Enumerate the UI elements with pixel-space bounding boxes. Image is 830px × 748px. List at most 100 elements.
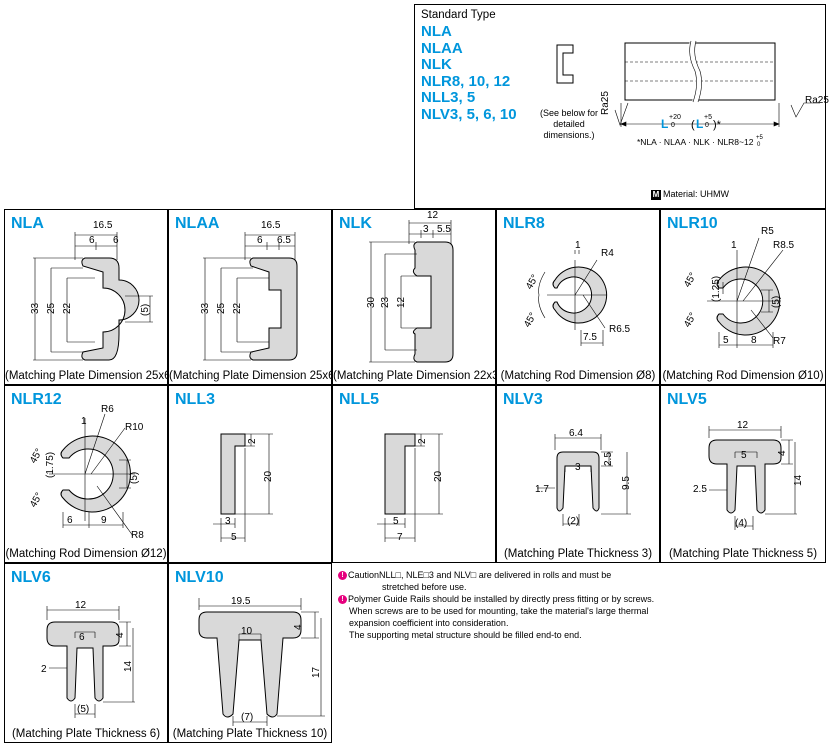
svg-text:16.5: 16.5 — [261, 220, 281, 231]
rail-side-view — [614, 40, 820, 127]
type-nll: NLL3, 5 — [421, 89, 476, 106]
svg-text:R10: R10 — [125, 422, 144, 433]
svg-text:R6.5: R6.5 — [609, 324, 631, 335]
nlv10-drawing: 19.5 10 4 17 (7) — [198, 596, 325, 726]
length-note: *NLA · NLAA · NLK · NLR8~12 — [637, 137, 754, 147]
svg-text:(1.25): (1.25) — [711, 276, 722, 302]
svg-text:3: 3 — [423, 224, 429, 235]
panel-nlv5: NLV5 12 5 4 2.5 14 (4) (Matching Plate T… — [660, 385, 826, 563]
svg-text:3: 3 — [225, 516, 231, 527]
panel-title: NLL3 — [175, 391, 215, 408]
nlr10-drawing: R5 R8.5 1 45° (1.25) 45° (5) 5 8 R7 — [682, 226, 795, 348]
length-alt-tol-low: 0 — [705, 122, 709, 129]
svg-text:4: 4 — [777, 450, 788, 456]
caution-line-4: When screws are to be used for mounting,… — [349, 606, 649, 616]
panel-title: NLK — [339, 215, 372, 232]
cross-section-icon — [556, 44, 574, 84]
svg-text:12: 12 — [396, 296, 407, 308]
type-nlv: NLV3, 5, 6, 10 — [421, 105, 517, 123]
nll5-drawing: 2 20 5 7 — [377, 433, 444, 543]
svg-text:22: 22 — [232, 302, 243, 314]
nlr8-drawing: 1 R4 45° 45° R6.5 7.5 — [522, 240, 631, 346]
svg-text:(5): (5) — [129, 472, 140, 484]
panel-title: NLV10 — [175, 569, 224, 586]
caution-line-2: stretched before use. — [382, 582, 467, 592]
nlv5-drawing: 12 5 4 2.5 14 (4) — [693, 420, 804, 530]
nlaa-drawing: 16.5 6 6.5 33 25 22 — [200, 220, 298, 361]
svg-text:6: 6 — [67, 515, 73, 526]
panel-nlv6: NLV6 12 6 4 2 14 (5) (Matching Plate Thi… — [4, 563, 168, 743]
svg-text:8: 8 — [751, 335, 757, 346]
svg-text:25: 25 — [46, 302, 57, 314]
svg-text:5.5: 5.5 — [437, 224, 451, 235]
standard-type-drawing: Ra25 Ra25 L +20 0 ( L +5 0 )* *NLA · NLA… — [556, 40, 829, 148]
svg-text:2: 2 — [417, 438, 428, 444]
svg-text:R8.5: R8.5 — [773, 240, 795, 251]
length-note-tol-low: 0 — [757, 142, 761, 148]
see-below-note: (See below for detailed dimensions.) — [539, 108, 599, 140]
standard-type-heading: Standard Type — [421, 9, 496, 21]
panel-caption: (Matching Plate Thickness 6) — [11, 728, 161, 740]
svg-text:9: 9 — [101, 515, 107, 526]
svg-text:4: 4 — [115, 632, 126, 638]
length-label: L — [661, 117, 668, 131]
nlv6-drawing: 12 6 4 2 14 (5) — [41, 600, 135, 718]
panel-title: NLAA — [175, 215, 220, 232]
panel-nlaa: NLAA 16.5 6 6.5 33 25 22 (Matching Plate… — [168, 209, 338, 385]
svg-text:(4): (4) — [735, 518, 747, 529]
nlr12-drawing: R6 1 R10 45° (1.75) 45° (5) 6 9 R8 — [28, 404, 144, 541]
panel-nlr12: NLR12 R6 1 R10 45° (1.75) 45° (5) 6 9 R8… — [4, 385, 168, 563]
panel-caption: (Matching Plate Dimension 25x6) — [5, 370, 175, 382]
panel-title: NLR8 — [503, 215, 545, 232]
svg-text:(: ( — [691, 119, 695, 131]
panel-title: NLR12 — [11, 391, 62, 408]
svg-text:R8: R8 — [131, 530, 144, 541]
panel-caption: (Matching Plate Thickness 10) — [172, 728, 328, 740]
svg-text:3: 3 — [575, 462, 581, 473]
svg-text:(5): (5) — [771, 296, 782, 308]
length-alt-tol-up: +5 — [704, 114, 712, 121]
caution-pin-icon: ! — [338, 595, 347, 605]
length-tol-up: +20 — [669, 114, 681, 121]
standard-type-panel: Standard Type NLA NLAA NLK NLR8, 10, 12 … — [414, 4, 829, 209]
nla-drawing: 16.5 6 6 33 25 22 (5) — [30, 220, 153, 361]
panel-title: NLV3 — [503, 391, 543, 408]
svg-text:17: 17 — [311, 666, 322, 678]
standard-type-list: NLA NLAA NLK NLR8, 10, 12 NLL3, 5 NLV3, … — [421, 23, 517, 123]
svg-text:5: 5 — [231, 532, 237, 543]
svg-text:45°: 45° — [28, 447, 45, 466]
svg-text:16.5: 16.5 — [93, 220, 113, 231]
svg-text:20: 20 — [263, 470, 274, 482]
svg-text:45°: 45° — [28, 491, 45, 510]
svg-text:2.5: 2.5 — [693, 484, 707, 495]
svg-text:R6: R6 — [101, 404, 114, 415]
svg-text:12: 12 — [427, 210, 439, 221]
svg-text:)*: )* — [713, 119, 722, 131]
svg-text:1.7: 1.7 — [535, 484, 549, 495]
caution-notes: !CautionNLL□, NLE□3 and NLV□ are deliver… — [338, 569, 826, 641]
type-nlr: NLR8, 10, 12 — [421, 72, 511, 90]
svg-text:4: 4 — [293, 624, 304, 630]
panel-title: NLA — [11, 215, 44, 232]
svg-text:1: 1 — [731, 240, 737, 251]
svg-text:2.5: 2.5 — [603, 452, 614, 466]
svg-text:5: 5 — [393, 516, 399, 527]
length-tol-low: 0 — [671, 122, 675, 129]
svg-text:1: 1 — [575, 240, 581, 251]
svg-text:2: 2 — [41, 664, 47, 675]
panel-nll5: NLL5 2 20 5 7 — [332, 385, 496, 563]
length-alt-label: L — [696, 117, 703, 131]
svg-text:14: 14 — [123, 660, 134, 672]
nll3-drawing: 2 20 3 5 — [213, 433, 274, 543]
panel-nlk: NLK 12 3 5.5 30 23 12 (Matching Plate Di… — [332, 209, 502, 385]
svg-text:(5): (5) — [140, 304, 151, 316]
svg-text:R5: R5 — [761, 226, 774, 237]
svg-text:7.5: 7.5 — [583, 332, 597, 343]
panel-caption: (Matching Rod Dimension Ø12) — [5, 548, 167, 560]
panel-nll3: NLL3 2 20 3 5 — [168, 385, 332, 563]
svg-text:5: 5 — [723, 335, 729, 346]
svg-text:(1.75): (1.75) — [45, 452, 56, 478]
svg-text:30: 30 — [366, 296, 377, 308]
panel-title: NLL5 — [339, 391, 379, 408]
svg-text:45°: 45° — [682, 271, 699, 290]
